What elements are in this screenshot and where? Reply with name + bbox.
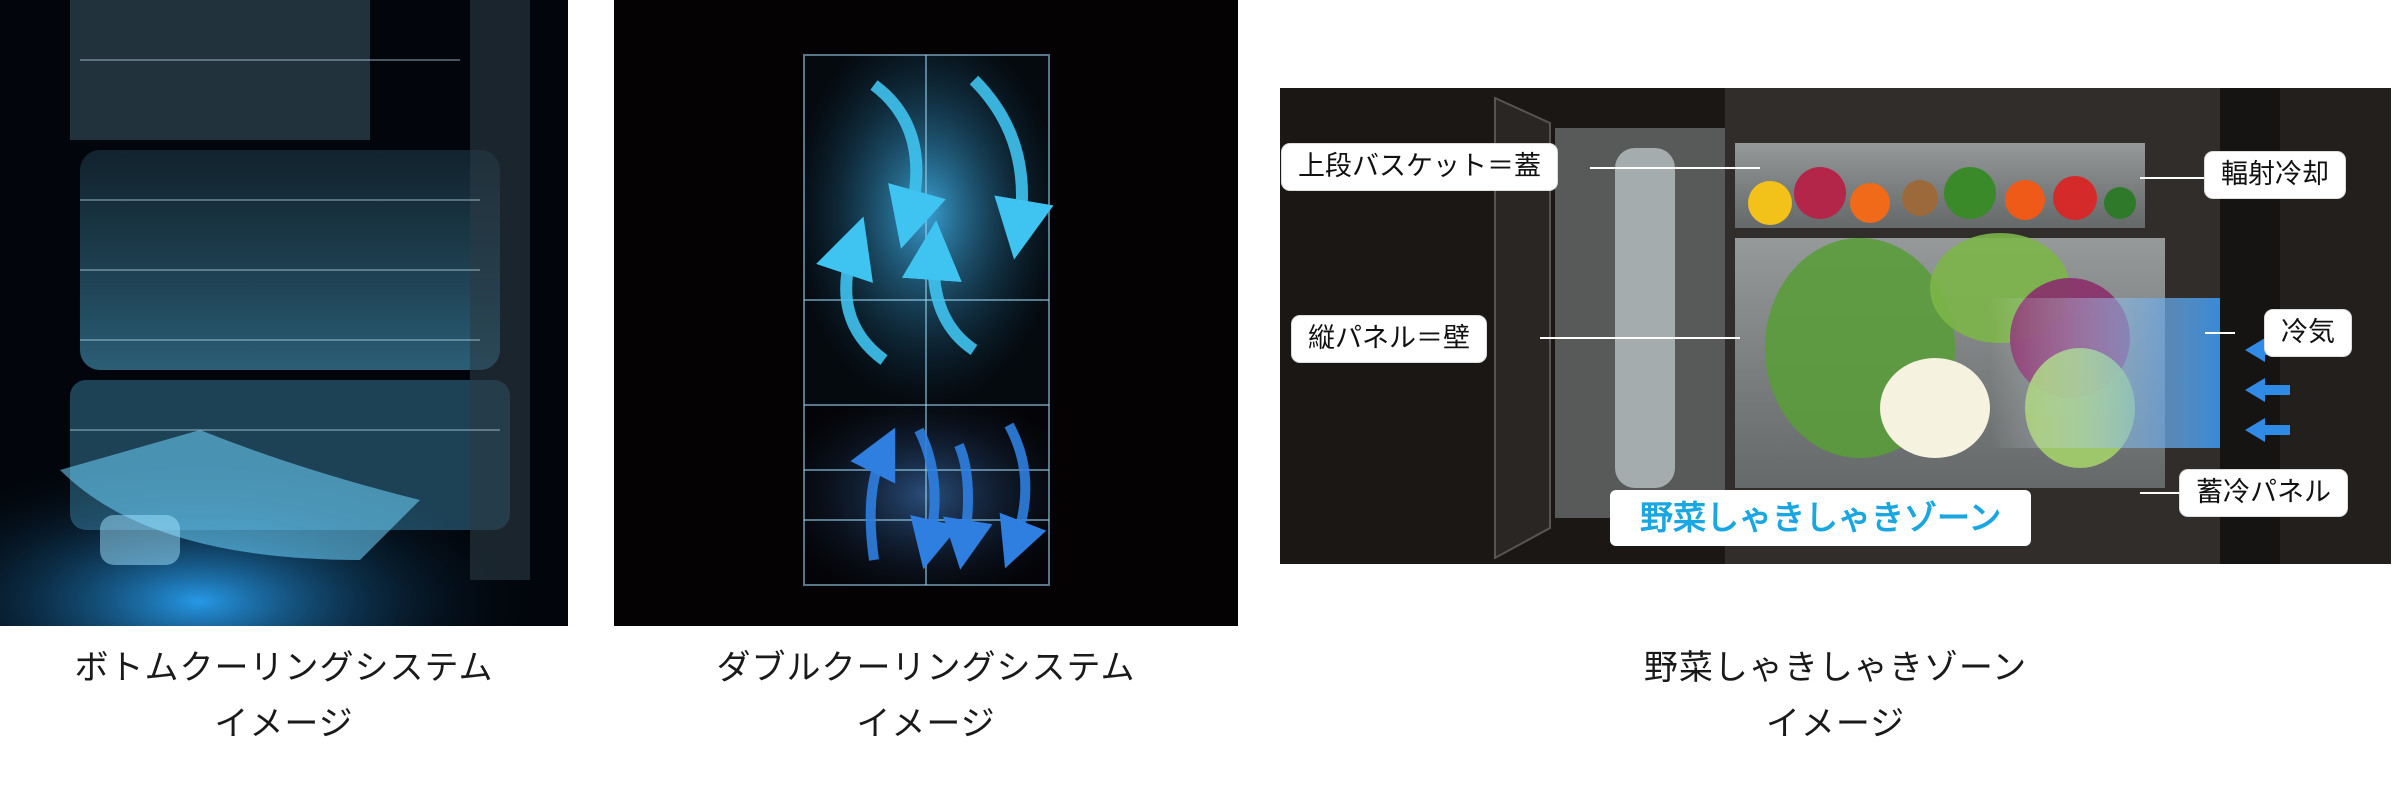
cold-air-flow [1990,298,2220,448]
callout-radiant-cooling: 輻射冷却 [2205,152,2345,198]
vegetable-zone-image: 上段バスケット＝蓋 縦パネル＝壁 輻射冷却 冷気 蓄冷パネル 野菜しゃきしゃきゾ… [1280,88,2391,564]
caption-line-1: ダブルクーリングシステム [716,648,1136,688]
caption-vegetable-zone: 野菜しゃきしゃきゾーン イメージ [1280,640,2391,752]
bottom-cooling-image [0,0,568,626]
vegetable-zone-label: 野菜しゃきしゃきゾーン [1610,490,2032,546]
bottle-shape [1615,148,1675,488]
caption-line-1: 野菜しゃきしゃきゾーン [1643,648,2028,688]
callout-cold-air: 冷気 [2265,310,2351,356]
caption-line-2: イメージ [856,704,996,744]
caption-line-1: ボトムクーリングシステム [74,648,494,688]
callout-upper-basket: 上段バスケット＝蓋 [1282,144,1557,190]
bottom-cooling-illustration [0,0,568,626]
caption-line-2: イメージ [1765,704,1906,744]
callout-leaders [1540,167,2235,494]
double-cooling-image [614,0,1238,626]
caption-double-cooling: ダブルクーリングシステム イメージ [614,640,1238,752]
caption-bottom-cooling: ボトムクーリングシステム イメージ [0,640,568,752]
upper-vegetables [1748,167,2136,225]
double-cooling-illustration [614,0,1238,626]
caption-line-2: イメージ [214,704,354,744]
callout-vertical-panel: 縦パネル＝壁 [1292,316,1486,362]
callout-cold-storage-panel: 蓄冷パネル [2180,470,2347,516]
